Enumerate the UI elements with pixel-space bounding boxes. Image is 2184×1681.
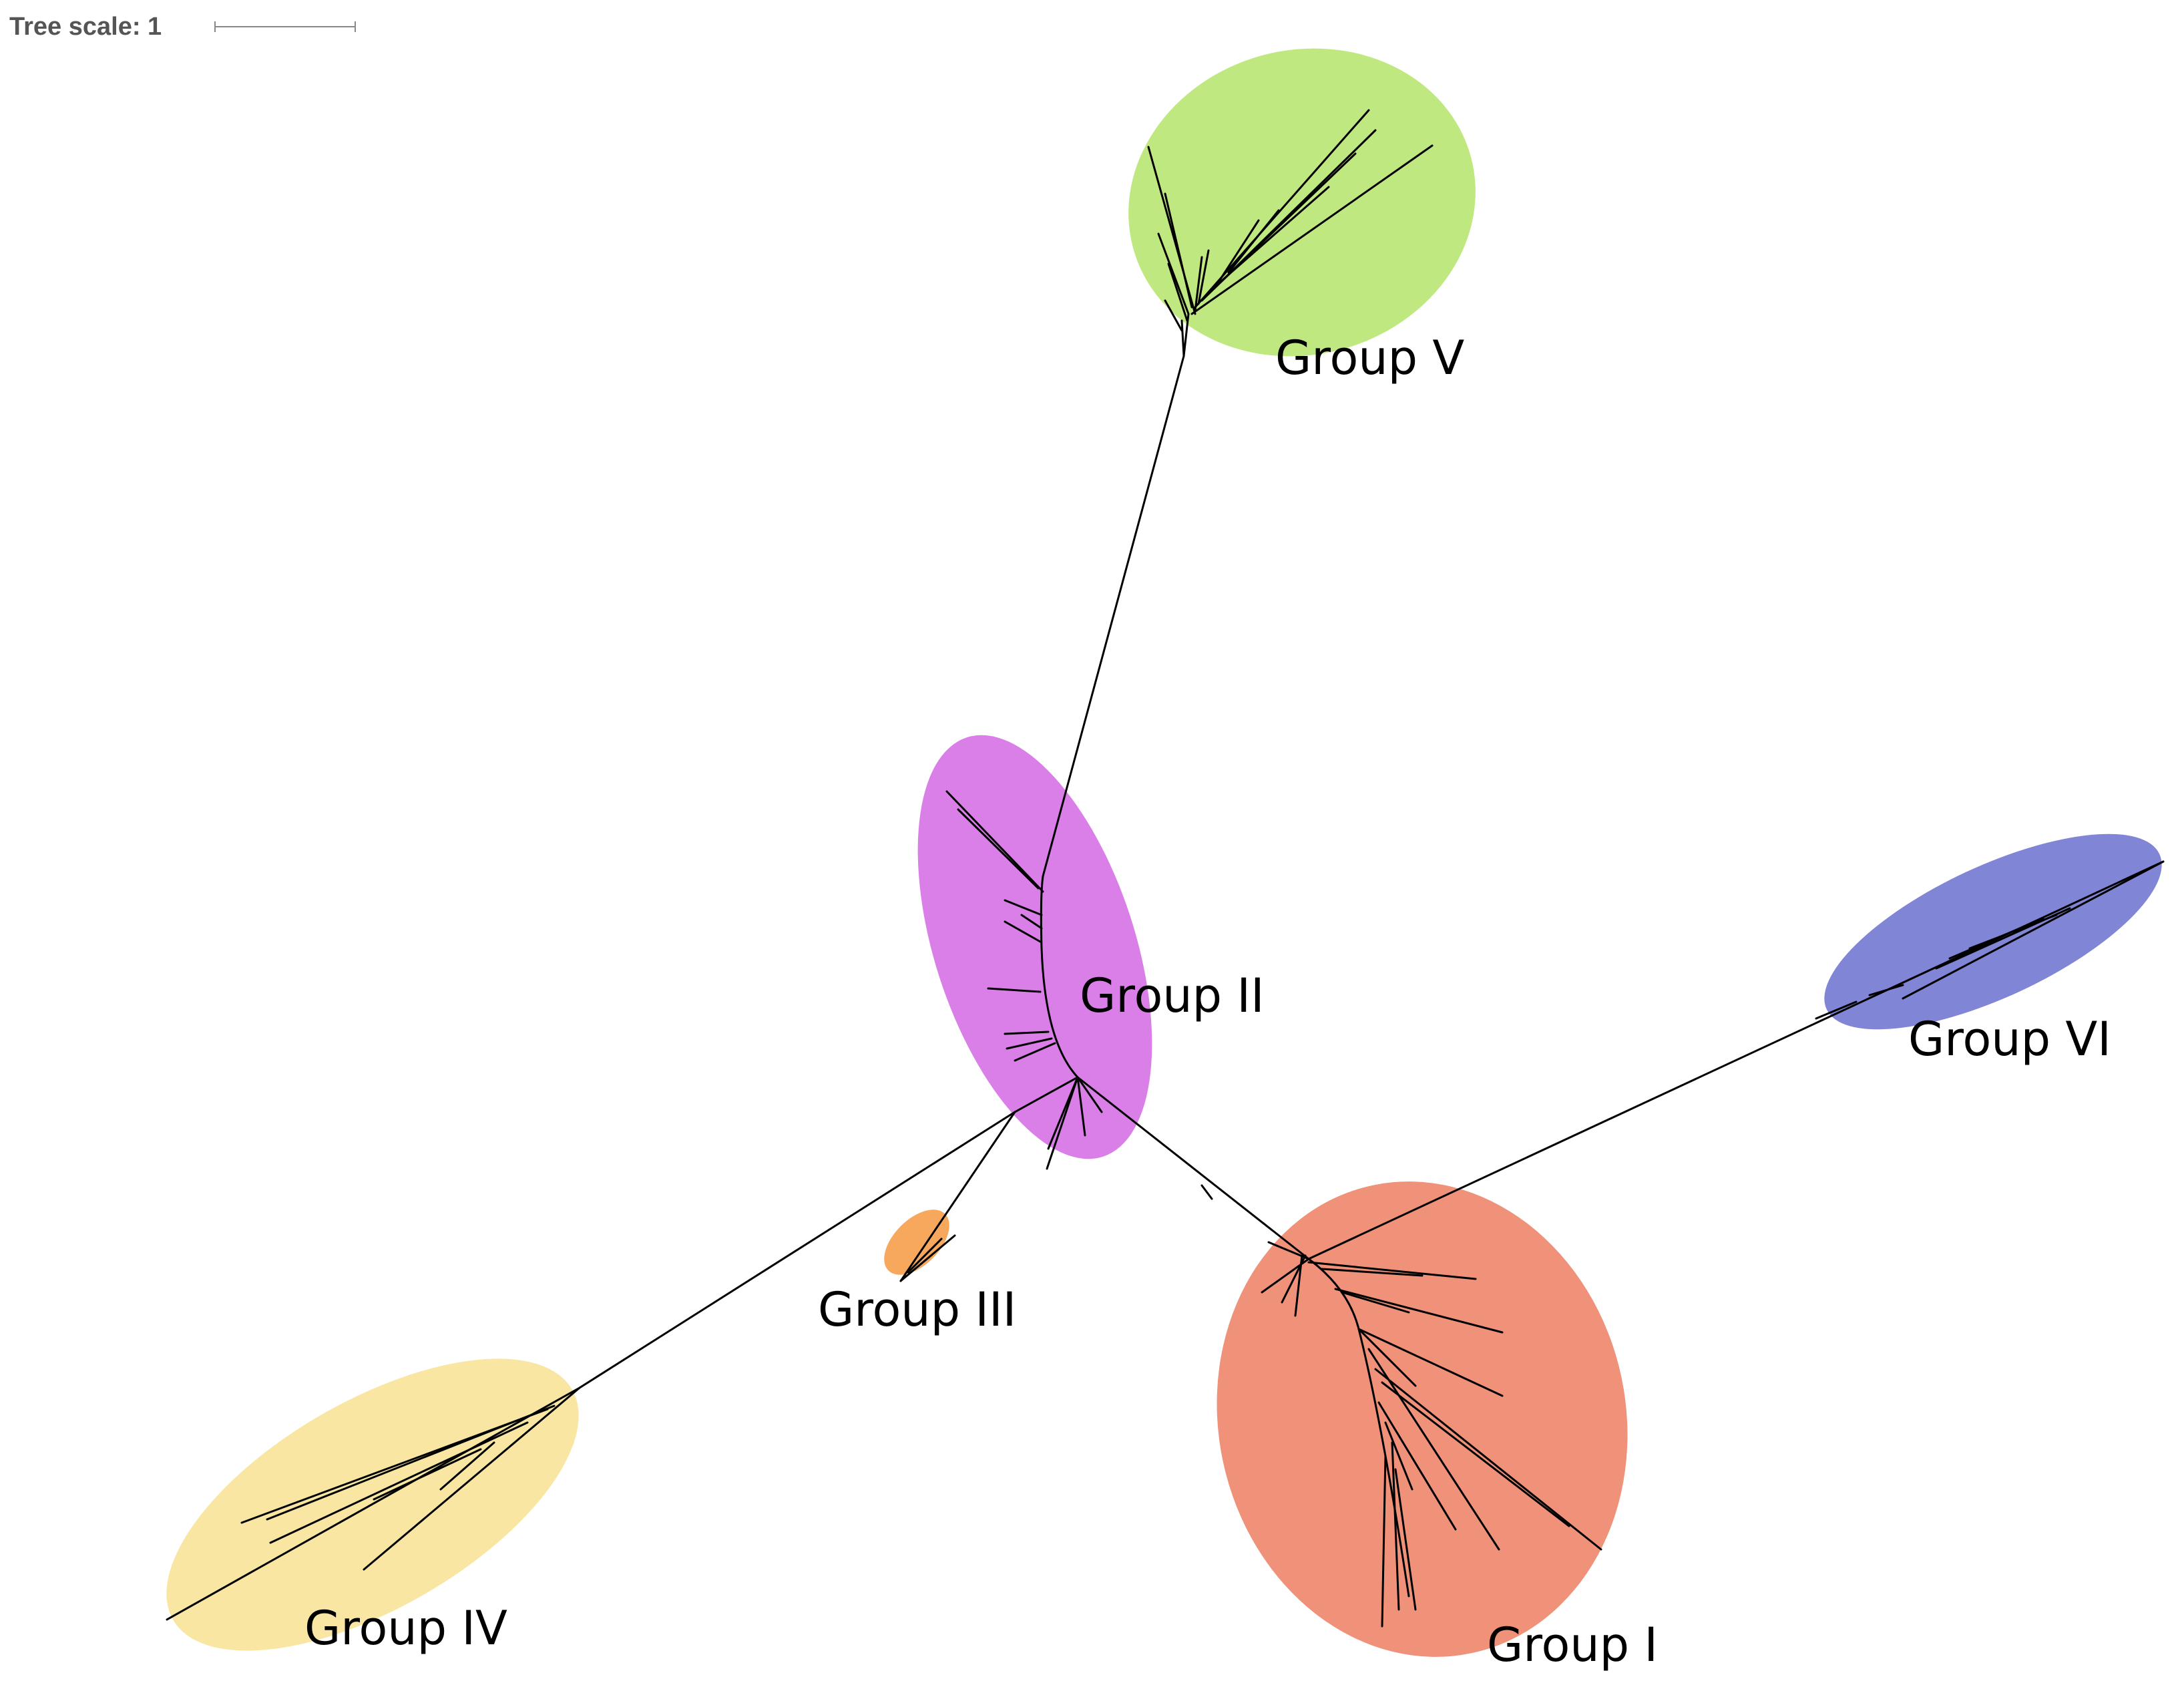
group-v-label: Group V bbox=[1275, 331, 1464, 385]
group-iv-label: Group IV bbox=[304, 1601, 507, 1656]
group-ii-label: Group II bbox=[1080, 968, 1265, 1023]
group-vi-branches bbox=[1815, 860, 2165, 1020]
group-vi-label: Group VI bbox=[1908, 1012, 2111, 1067]
group-iii-highlight bbox=[884, 1209, 949, 1275]
group-i-highlight bbox=[1217, 1181, 1628, 1657]
tree-scale-bar bbox=[214, 21, 356, 32]
tree-branches bbox=[166, 109, 2165, 1628]
group-i-label: Group I bbox=[1487, 1618, 1658, 1672]
group-iii-label: Group III bbox=[818, 1282, 1016, 1337]
group-ii-highlight bbox=[917, 735, 1152, 1159]
tree-scale-label: Tree scale: 1 bbox=[9, 12, 162, 41]
